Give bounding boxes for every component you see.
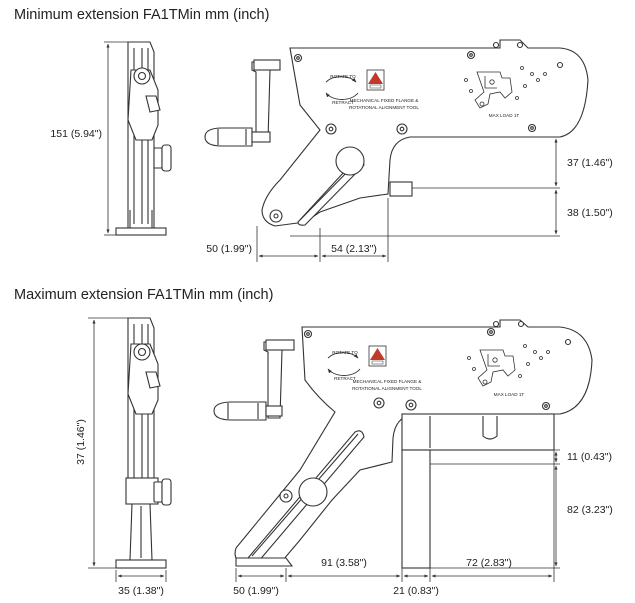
min-height-dimension (104, 41, 128, 236)
max-base-label: 35 (1.38") (118, 585, 164, 597)
min-width-label: 54 (2.13") (331, 243, 377, 255)
max-height-dimension (88, 317, 167, 582)
min-max-load-label: MAX LOAD 1T (489, 113, 520, 118)
max-reach-label: 91 (3.58") (321, 557, 367, 569)
min-tool-line1: MECHANICAL FIXED FLANGE & (350, 98, 419, 103)
min-retract-label: RETRACT (332, 100, 354, 105)
max-warning-icon (368, 345, 387, 367)
min-front-view (261, 39, 589, 227)
max-rotate-icon (327, 352, 361, 376)
max-gap-label: 21 (0.83") (393, 585, 439, 597)
max-width-label: 72 (2.83") (466, 557, 512, 569)
min-flange-mechanism (464, 66, 547, 109)
max-front-view (234, 319, 593, 569)
min-height-label: 151 (5.94") (50, 128, 102, 140)
max-tool-line1: MECHANICAL FIXED FLANGE & (353, 379, 422, 384)
max-height-label: 37 (1.46") (75, 419, 87, 465)
min-offset-label: 50 (1.99") (206, 243, 252, 255)
max-flange-mechanism (467, 344, 550, 387)
min-tool-line2: ROTATIONAL ALIGNMENT TOOL (349, 105, 419, 110)
min-crank-handle (204, 59, 281, 147)
min-rotate-icon (325, 76, 359, 100)
max-lower-height-label: 82 (3.23") (567, 504, 613, 516)
min-lower-height-label: 38 (1.50") (567, 207, 613, 219)
min-upper-height-label: 37 (1.46") (567, 157, 613, 169)
max-tool-line2: ROTATIONAL ALIGNMENT TOOL (352, 386, 422, 391)
max-max-load-label: MAX LOAD 1T (494, 392, 525, 397)
min-rotate-label: ROTATE TO (330, 74, 356, 79)
max-extension-heading: Maximum extension FA1TMin mm (inch) (14, 287, 274, 303)
min-warning-icon (366, 69, 385, 91)
max-crank-handle (213, 339, 295, 421)
min-side-view (115, 41, 172, 236)
max-rotate-label: ROTATE TO (332, 350, 358, 355)
max-upper-height-label: 11 (0.43") (567, 451, 612, 463)
max-offset-label: 50 (1.99") (233, 585, 279, 597)
max-side-view (115, 317, 172, 569)
max-dimension-lines (235, 449, 560, 582)
min-dimension-lines (256, 136, 560, 262)
max-retract-label: RETRACT (334, 376, 356, 381)
min-extension-heading: Minimum extension FA1TMin mm (inch) (14, 7, 270, 23)
